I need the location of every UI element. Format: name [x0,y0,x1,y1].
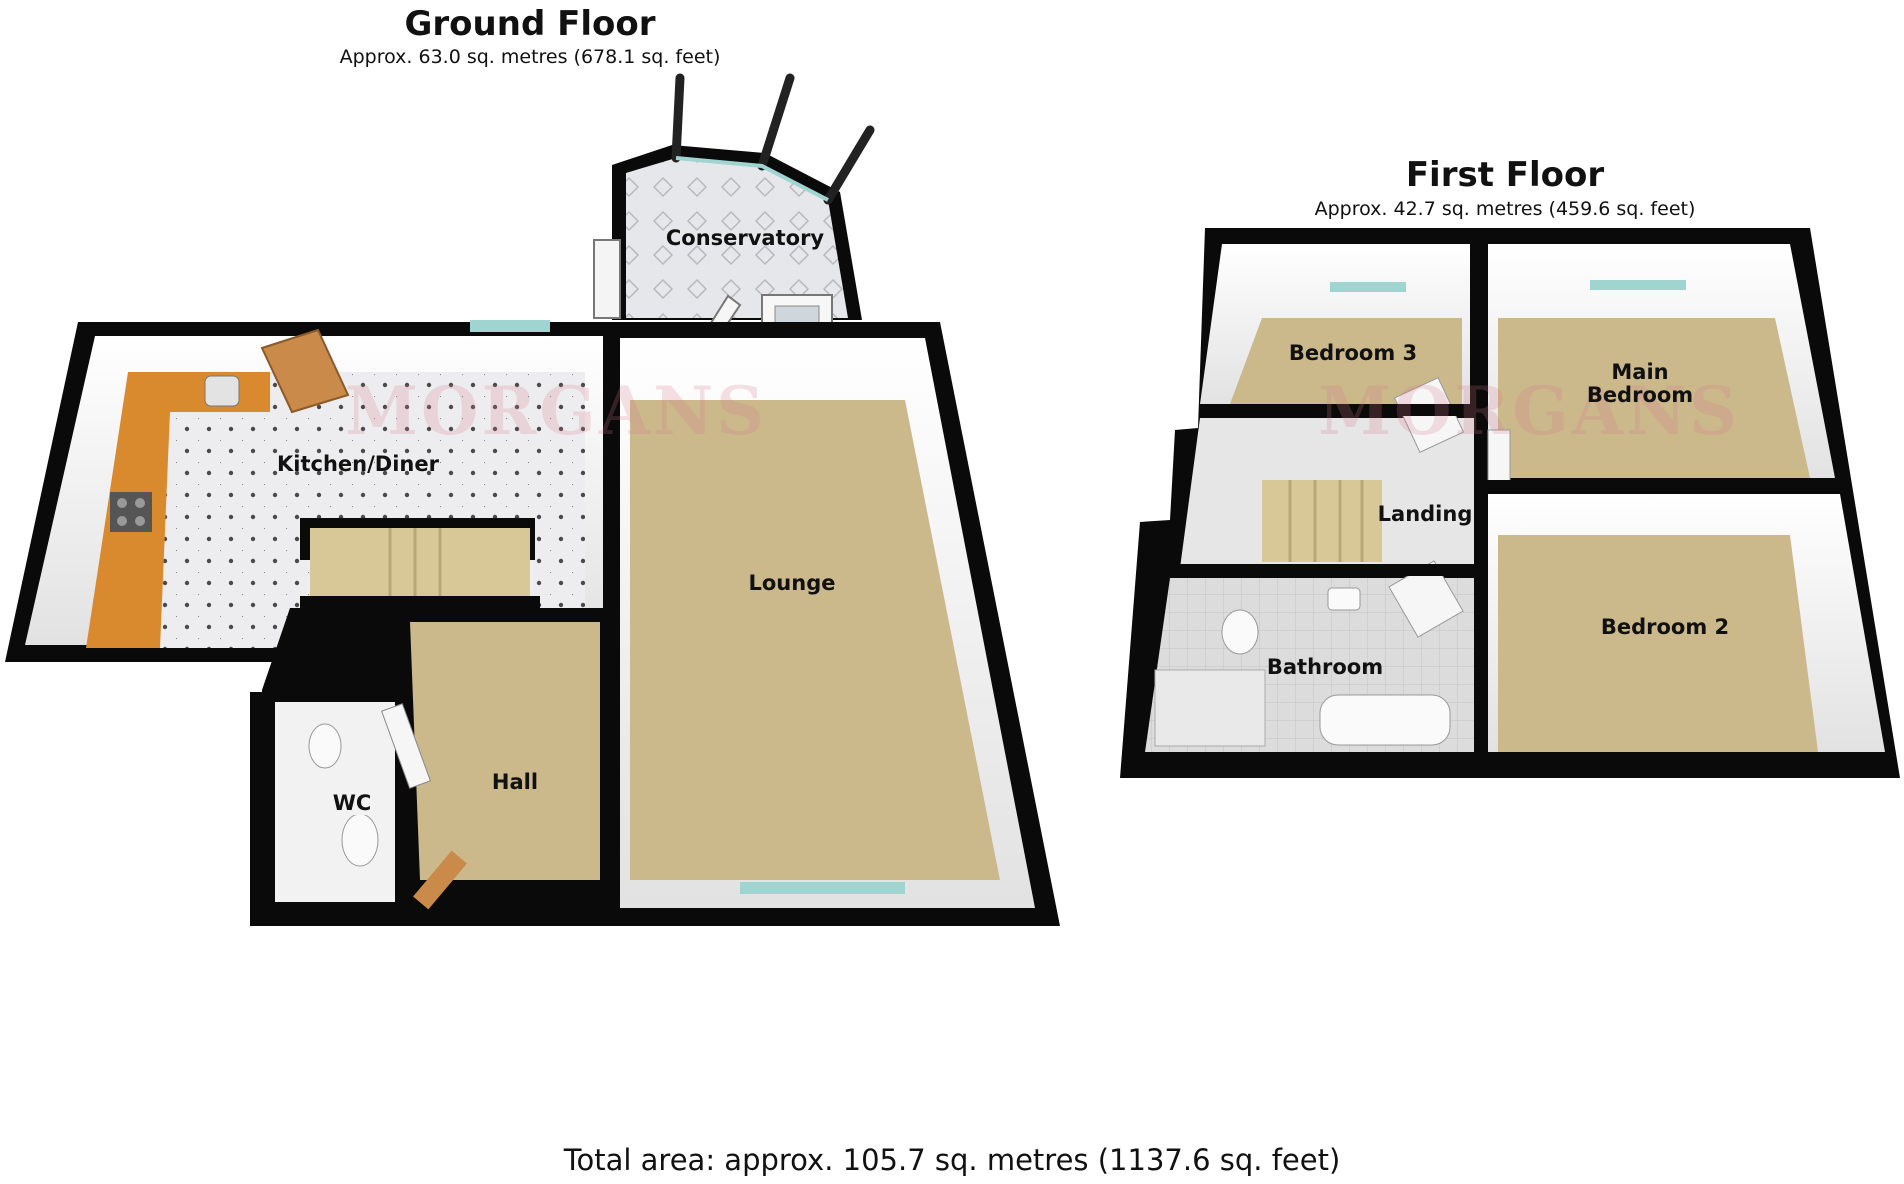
main-bedroom-window [1590,280,1686,290]
bedroom-3-window [1330,282,1406,292]
label-wc: WC [322,791,382,816]
lounge-room [605,322,1060,926]
front-door [413,850,467,910]
lounge-window [740,882,905,894]
label-bathroom: Bathroom [1266,655,1384,679]
kitchen-window [470,320,550,332]
bedroom-2-room [1488,494,1885,752]
label-bedroom-2: Bedroom 2 [1600,615,1730,639]
first-floor-area: Approx. 42.7 sq. metres (459.6 sq. feet) [1314,198,1696,220]
bathroom-basin [1327,587,1361,611]
bathroom-room [1145,560,1475,752]
main-bedroom-room [1488,244,1835,478]
label-conservatory: Conservatory [665,226,825,250]
kitchen-diner-room [5,320,620,662]
label-landing: Landing [1377,502,1473,526]
ground-floor-plan [5,73,1060,926]
watermark-first: MORGANS [1318,372,1740,450]
wc-basin [308,723,342,769]
kitchen-back-door [260,328,350,414]
label-kitchen-diner: Kitchen/Diner [277,452,439,476]
wc-toilet [341,813,379,867]
label-main-bedroom: Main Bedroom [1586,360,1694,408]
watermark-ground: MORGANS [345,372,767,450]
wc-door [380,703,432,789]
bathroom-toilet [1221,609,1259,655]
label-bedroom-3: Bedroom 3 [1288,341,1418,365]
first-floor-title: First Floor [1405,155,1605,195]
first-floor-plan [1120,228,1900,778]
first-floor-stairs [1262,480,1382,562]
bedroom-3-room [1200,244,1470,404]
bathroom-bath [1319,694,1451,746]
conservatory-door-left [593,239,621,319]
bathroom-shower [1154,669,1266,747]
ground-floor-title: Ground Floor [404,4,656,44]
total-area: Total area: approx. 105.7 sq. metres (11… [563,1143,1341,1177]
kitchen-sink [204,375,240,407]
label-hall: Hall [491,770,539,794]
kitchen-counter [86,372,270,648]
label-lounge: Lounge [748,571,836,595]
hob [110,492,152,532]
landing-area [1180,377,1513,586]
ground-floor-area: Approx. 63.0 sq. metres (678.1 sq. feet) [339,46,721,68]
